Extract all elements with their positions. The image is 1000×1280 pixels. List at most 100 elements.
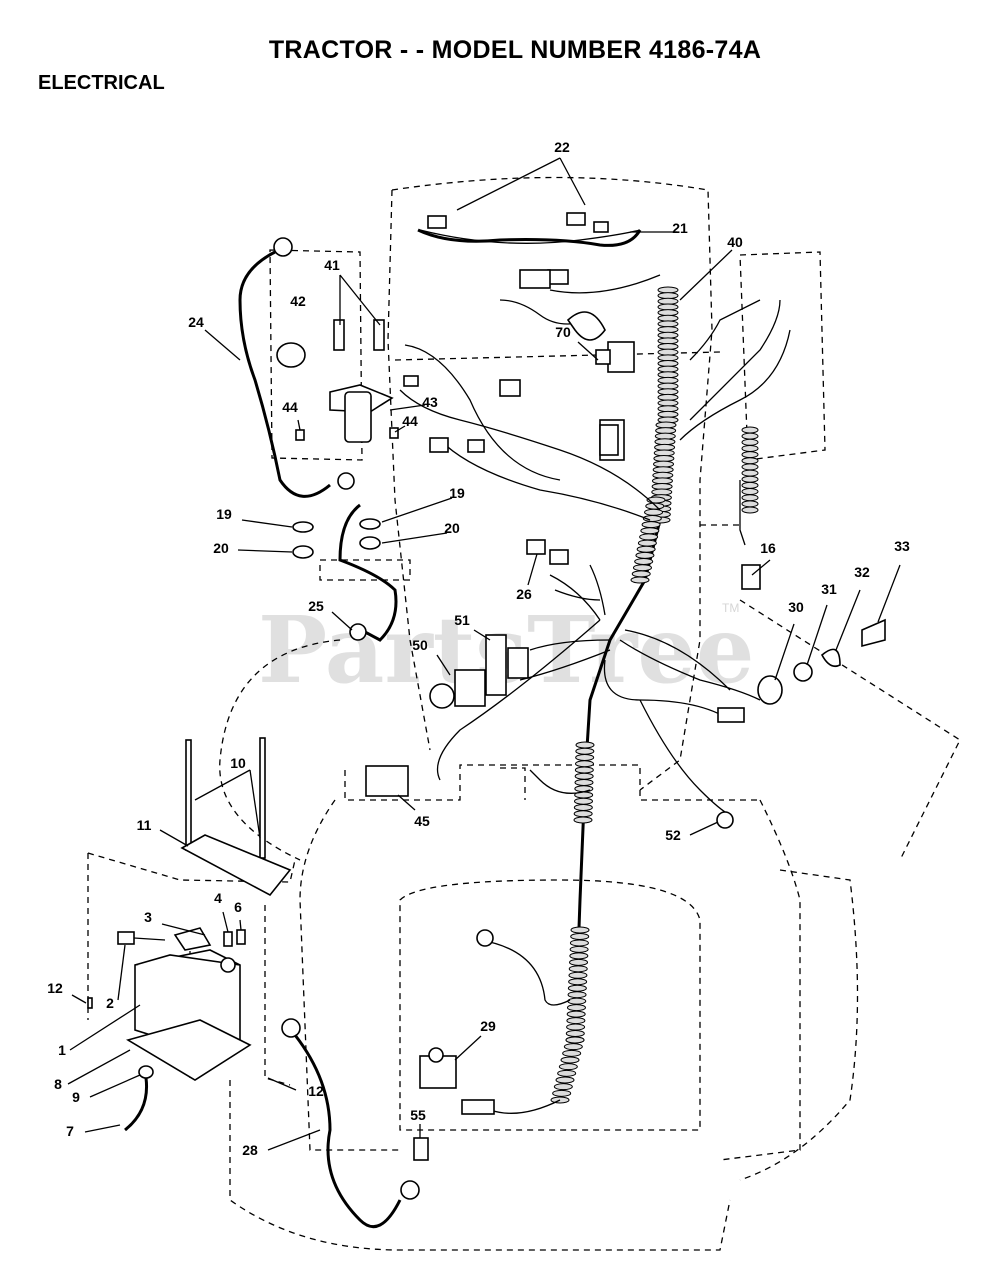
frame-outline [344, 764, 760, 801]
callout-c20a: 20 [213, 540, 229, 556]
harness-rib [565, 1036, 585, 1044]
right-wheel-outline [739, 251, 826, 461]
callout-c6: 6 [234, 899, 242, 915]
part-50-knob [429, 683, 455, 709]
callout-c40: 40 [727, 234, 743, 250]
callout-c10: 10 [230, 755, 246, 771]
harness-rib [568, 978, 588, 986]
callout-c20b: 20 [444, 520, 460, 536]
callout-c16: 16 [760, 540, 776, 556]
plug-51 [507, 647, 529, 679]
ignition-plug [717, 707, 745, 723]
headlight-plug [593, 221, 609, 233]
harness-rib [573, 804, 593, 811]
part-70-connector [607, 341, 635, 373]
watermark-trademark: TM [722, 601, 739, 615]
harness-rib [560, 1056, 580, 1064]
harness-rib [657, 297, 679, 305]
harness-rib [657, 314, 679, 322]
cable-24-end [337, 472, 355, 490]
harness-rib [567, 997, 587, 1005]
harness-rib [566, 1004, 586, 1012]
wire-f [549, 564, 606, 621]
cable-25 [338, 503, 398, 642]
part-33 [861, 618, 886, 648]
part-31 [793, 662, 813, 682]
cable-28-lug-bottom [400, 1180, 420, 1200]
part-50 [454, 669, 486, 707]
wire-ground-seat [479, 939, 571, 1006]
bolt-41b [373, 319, 385, 351]
wire-b [439, 439, 651, 521]
harness-rib [657, 303, 679, 311]
vent-tube-7 [124, 1077, 149, 1132]
hood-outline [391, 176, 713, 791]
harness-rib [657, 388, 679, 396]
harness-rib [657, 309, 679, 317]
harness-rib [657, 320, 679, 328]
harness-rib [636, 545, 656, 553]
harness-rib [575, 760, 594, 768]
harness-rib [634, 558, 654, 566]
harness-rib [555, 1076, 575, 1084]
harness-rib [657, 399, 679, 407]
harness-rib [569, 945, 589, 953]
harness-rib [657, 286, 679, 294]
part-70-corrugated [566, 311, 606, 341]
harness-rib [741, 451, 759, 459]
nut-44a [295, 429, 305, 441]
harness-rib [657, 393, 679, 401]
wire-52 [639, 699, 731, 816]
harness-rib [557, 1069, 577, 1077]
callout-c11: 11 [137, 817, 152, 833]
wire-c [404, 344, 561, 481]
solenoid [344, 391, 372, 443]
connector-module [599, 424, 619, 456]
fitting-9 [138, 1065, 154, 1079]
rear-bottom [229, 1080, 731, 1251]
bolt-2-spring [133, 937, 166, 941]
harness-rib [657, 348, 679, 356]
part-51 [485, 634, 507, 696]
harness-rib [553, 1083, 573, 1091]
callout-c22: 22 [554, 139, 570, 155]
harness-rib [575, 747, 595, 755]
callout-c32: 32 [854, 564, 870, 580]
callout-c21: 21 [672, 220, 688, 236]
harness-rib [741, 469, 759, 477]
harness-rib [657, 382, 679, 390]
headlight-plug-wire [549, 274, 661, 294]
harness-rib [573, 816, 593, 824]
part-45 [365, 765, 409, 797]
callout-c41: 41 [324, 257, 340, 273]
part-26a [526, 539, 546, 555]
wire-center [529, 769, 591, 794]
washer-19a [292, 521, 314, 533]
harness-rib [657, 343, 679, 351]
battery-terminal-pos [220, 957, 236, 973]
wire-45 [436, 619, 601, 781]
harness-rib [575, 754, 595, 761]
harness-rib [657, 337, 679, 345]
tractor-outline [87, 176, 961, 1251]
harness-rib [567, 991, 587, 999]
callout-c25: 25 [308, 598, 324, 614]
callout-c55: 55 [410, 1107, 426, 1123]
harness-rib [566, 1017, 586, 1025]
callout-c70: 70 [555, 324, 571, 340]
rear-fender-right [739, 869, 859, 1181]
harness-rib [657, 359, 679, 367]
harness-rib [657, 326, 679, 334]
harness-rib [657, 354, 679, 362]
part-16 [741, 564, 761, 590]
part-4 [223, 931, 233, 947]
harness-rib [568, 965, 588, 973]
harness-rib [741, 438, 759, 446]
rod-10a [185, 739, 192, 851]
callout-c44b: 44 [402, 413, 418, 429]
part-70-plug [595, 349, 611, 365]
callout-c51: 51 [454, 612, 470, 628]
rect-outline [319, 559, 411, 581]
callout-c2: 2 [106, 995, 114, 1011]
